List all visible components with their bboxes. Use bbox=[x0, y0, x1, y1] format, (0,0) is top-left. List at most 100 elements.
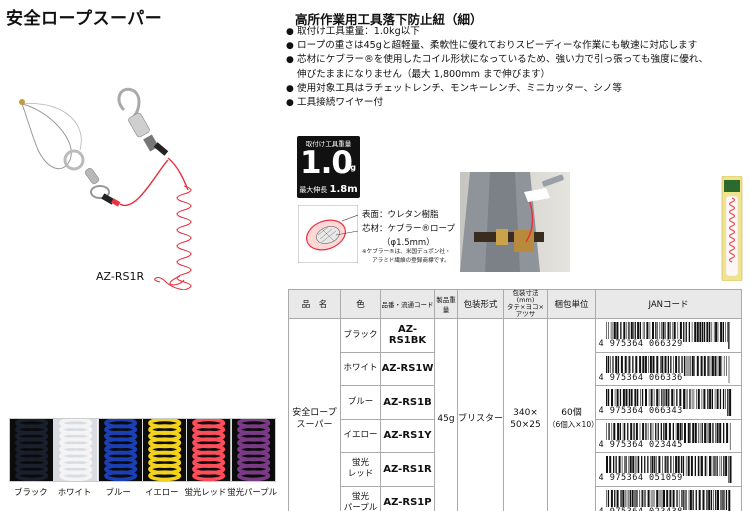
jan-code: 4 975364 066336 bbox=[598, 372, 683, 383]
cell-jan: 4 975364 023445 bbox=[595, 418, 742, 453]
jan-code: 4 975364 066343 bbox=[598, 406, 683, 417]
color-swatches bbox=[9, 418, 276, 482]
header-name: 品 名 bbox=[288, 289, 341, 319]
coil-swatch bbox=[231, 419, 275, 481]
subtitle: 高所作業用工具落下防止紐（細） bbox=[295, 12, 483, 27]
swatch-4 bbox=[187, 419, 232, 481]
table-row: ブルー AZ-RS1B 4 975364 066343 bbox=[289, 385, 742, 420]
cell-unit: 60個 （6個入×10） bbox=[547, 318, 599, 511]
barcode: 4 975364 066343 bbox=[598, 388, 739, 417]
cell-color-line: ブルー bbox=[347, 396, 374, 407]
cell-color-line: レッド bbox=[347, 469, 374, 480]
swatch-label: ホワイト bbox=[57, 487, 92, 497]
swatch-2 bbox=[98, 419, 143, 481]
coil-swatch bbox=[142, 419, 187, 481]
rope-cross-section-diagram bbox=[298, 205, 358, 263]
cell-jan: 4 975364 066343 bbox=[595, 385, 742, 420]
wire-loop bbox=[21, 103, 72, 170]
header-size-line: 包装寸法(mm) bbox=[512, 289, 539, 304]
cell-name-line: スーパー bbox=[296, 420, 333, 430]
cell-name: 安全ロープスーパー bbox=[288, 318, 341, 511]
cell-pack: ブリスター bbox=[457, 318, 504, 511]
feature-item: 使用対象工具はラチェットレンチ、モンキーレンチ、ミニカッター、シノ等 bbox=[286, 82, 750, 96]
swatch-label: 蛍光パープル bbox=[227, 487, 278, 497]
jan-code: 4 975364 066329 bbox=[598, 339, 683, 350]
barcode-bars bbox=[605, 389, 731, 417]
coiled-cord bbox=[119, 157, 189, 207]
cell-code: AZ-RS1P bbox=[380, 485, 435, 511]
header-unit: 梱包単位 bbox=[547, 289, 596, 319]
coil-swatch bbox=[10, 419, 54, 481]
product-photo bbox=[19, 87, 192, 290]
badge-bottom-label: 最大伸長 bbox=[299, 186, 328, 194]
barcode-bars bbox=[605, 422, 730, 450]
feature-item: 取付け工具重量：1.0kg以下 bbox=[286, 25, 750, 39]
cell-code: AZ-RS1BK bbox=[380, 318, 435, 353]
cell-code: AZ-RS1W bbox=[380, 351, 435, 386]
jan-code: 4 975364 051059 bbox=[598, 473, 683, 484]
swatch-label: ブラック bbox=[14, 487, 48, 497]
badge-bottom: 最大伸長 1.8m bbox=[297, 184, 360, 195]
cell-color-line: ホワイト bbox=[343, 363, 378, 374]
cell-unit-line: （6個入×10） bbox=[548, 420, 599, 429]
swatch-0 bbox=[10, 419, 55, 481]
header-jan: JANコード bbox=[595, 289, 742, 319]
cell-color-line: ブラック bbox=[343, 329, 378, 340]
cell-jan: 4 975364 051059 bbox=[595, 452, 742, 487]
cell-weight: 45g bbox=[434, 318, 458, 511]
barcode: 4 975364 023438 bbox=[598, 489, 739, 511]
barcode-bars bbox=[605, 355, 729, 383]
cell-color: 蛍光レッド bbox=[340, 452, 381, 487]
table-header-row: 品 名 色 品番・流通コード 製品重量 包装形式 包装寸法(mm) タテ×ヨコ×… bbox=[288, 289, 742, 319]
header-size: 包装寸法(mm) タテ×ヨコ×アツサ bbox=[503, 289, 548, 319]
spec-table: 品 名 色 品番・流通コード 製品重量 包装形式 包装寸法(mm) タテ×ヨコ×… bbox=[288, 289, 742, 511]
cell-code: AZ-RS1B bbox=[380, 385, 435, 420]
cell-code: AZ-RS1Y bbox=[380, 418, 435, 453]
barcode-bars bbox=[605, 456, 731, 484]
cell-color-line: 蛍光 bbox=[351, 458, 369, 469]
coil bbox=[154, 185, 192, 290]
coil-swatch bbox=[187, 419, 231, 481]
spec-core: 芯材：ケブラー®ロープ bbox=[362, 224, 455, 234]
swatch-3 bbox=[142, 419, 188, 481]
spec-surface: 表面：ウレタン樹脂 bbox=[362, 210, 439, 220]
header-color: 色 bbox=[340, 289, 381, 319]
package-photo bbox=[721, 176, 743, 281]
swatch-label: 蛍光レッド bbox=[184, 487, 227, 497]
barcode-bars bbox=[605, 322, 729, 350]
swatch-labels: ブラック ホワイト ブルー イエロー 蛍光レッド 蛍光パープル bbox=[9, 486, 277, 498]
jan-code: 4 975364 023445 bbox=[598, 439, 683, 450]
kevlar-note-line: アラミド繊維の登録商標です。 bbox=[372, 257, 450, 264]
barcode: 4 975364 066329 bbox=[598, 321, 739, 350]
cell-size-line: 340× bbox=[513, 408, 538, 418]
badge-top-label: 取付け工具重量 bbox=[305, 140, 352, 148]
swivel-clip-left bbox=[85, 168, 121, 207]
rope-spec: 表面：ウレタン樹脂 芯材：ケブラー®ロープ （φ1.5mm） bbox=[362, 208, 455, 250]
swatch-1 bbox=[54, 419, 99, 481]
weight-badge: 取付け工具重量 1.0 kg 最大伸長 1.8m bbox=[297, 136, 360, 198]
cell-color: ブラック bbox=[340, 318, 381, 353]
cell-unit-line: 60個 bbox=[561, 408, 582, 418]
jan-code: 4 975364 023438 bbox=[598, 506, 683, 511]
feature-item: 芯材にケブラー®を使用したコイル形状になっているため、強い力で引っ張っても強度に… bbox=[286, 53, 750, 67]
model-label: AZ-RS1R bbox=[96, 270, 145, 283]
cell-color-line: パープル bbox=[343, 502, 378, 511]
feature-item: ロープの重さは45gと超軽量、柔軟性に優れておりスピーディーな作業にも敏速に対応… bbox=[286, 39, 750, 53]
header-code: 品番・流通コード bbox=[380, 289, 435, 319]
barcode: 4 975364 023445 bbox=[598, 422, 739, 450]
snap-hook bbox=[117, 87, 169, 156]
cell-code: AZ-RS1R bbox=[380, 452, 435, 487]
coil-swatch bbox=[54, 419, 98, 481]
swatch-label: イエロー bbox=[145, 487, 179, 497]
cell-color: 蛍光パープル bbox=[340, 485, 381, 511]
cell-color-line: イエロー bbox=[343, 430, 378, 441]
cell-name-line: 安全ロープ bbox=[292, 408, 337, 418]
barcode: 4 975364 051059 bbox=[598, 455, 739, 484]
swatch-5 bbox=[231, 419, 275, 481]
cell-color-line: 蛍光 bbox=[351, 491, 369, 502]
product-title: 安全ロープスーパー bbox=[6, 9, 163, 29]
